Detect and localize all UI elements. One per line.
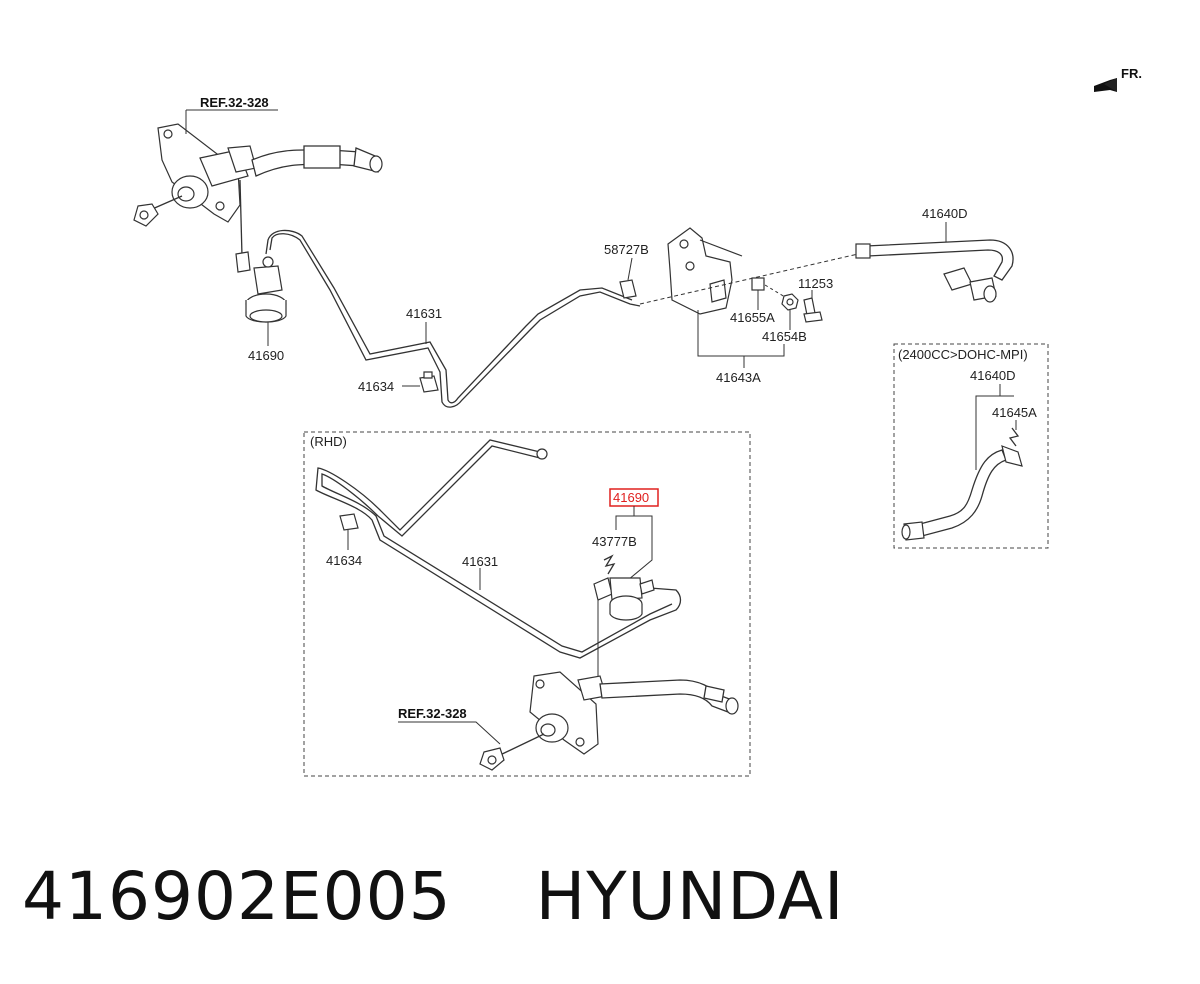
- label-43777b: 43777B: [592, 534, 637, 549]
- part-41655a: [751, 277, 765, 291]
- label-41634-top: 41634: [358, 379, 394, 394]
- clutch-tube-rhd: [315, 439, 682, 659]
- label-11253: 11253: [798, 276, 833, 291]
- variant-box: [893, 343, 1049, 549]
- label-41645a: 41645A: [992, 405, 1037, 420]
- label-41654b: 41654B: [762, 329, 807, 344]
- clutch-tube-top-inner: [265, 229, 633, 404]
- clip-58727b: [619, 279, 637, 299]
- brand-name: HYUNDAI: [535, 858, 845, 935]
- part-number: 416902E005: [22, 858, 452, 935]
- hose-41640d-top: [855, 239, 1014, 303]
- label-41634-rhd: 41634: [326, 553, 362, 568]
- release-cylinder-top: [235, 251, 287, 323]
- front-direction-label: FR.: [1121, 66, 1142, 81]
- nut-41654b: [781, 293, 799, 311]
- leader-41690-right: [627, 515, 653, 581]
- supply-hose-top: [251, 145, 383, 177]
- variant-label: (2400CC>DOHC-MPI): [898, 347, 1028, 362]
- label-41631-rhd: 41631: [462, 554, 498, 569]
- release-cylinder-rhd: [593, 577, 655, 621]
- clutch-tube-top: [269, 233, 641, 408]
- front-direction-arrow-icon: [1094, 78, 1117, 92]
- hose-41640d-variant: [901, 427, 1023, 541]
- ref-leader-bottom: [398, 721, 501, 745]
- label-41643a: 41643A: [716, 370, 761, 385]
- master-cylinder-rhd: [479, 671, 607, 771]
- label-58727b: 58727B: [604, 242, 649, 257]
- tube-end-rhd: [536, 448, 548, 460]
- clip-41634-top: [419, 371, 439, 393]
- label-41655a: 41655A: [730, 310, 775, 325]
- supply-hose-rhd: [599, 679, 739, 715]
- leader-41640d-variant: [975, 384, 1001, 470]
- feed-line-top: [239, 179, 243, 257]
- label-41631-top: 41631: [406, 306, 442, 321]
- ref-label-top: REF.32-328: [200, 95, 269, 110]
- rhd-label: (RHD): [310, 434, 347, 449]
- clutch-tube-rhd-inner: [321, 445, 673, 653]
- label-41640d-top: 41640D: [922, 206, 968, 221]
- leader-58727b: [627, 257, 633, 281]
- bolt-11253: [803, 297, 823, 323]
- master-cylinder-top: [133, 123, 257, 227]
- assembly-dashed-line: [639, 253, 859, 305]
- label-41690-highlight: 41690: [613, 490, 649, 505]
- footer-caption: 416902E005 HYUNDAI: [22, 858, 845, 948]
- clip-43777b: [603, 554, 616, 575]
- clip-41634-rhd: [339, 513, 359, 531]
- ref-label-bottom: REF.32-328: [398, 706, 467, 721]
- bracket-41643a: [667, 227, 743, 315]
- rhd-box: [303, 431, 751, 777]
- label-41640d-variant: 41640D: [970, 368, 1016, 383]
- leader-41690-left: [615, 506, 635, 530]
- label-41690-top: 41690: [248, 348, 284, 363]
- leader-41643a: [697, 310, 785, 357]
